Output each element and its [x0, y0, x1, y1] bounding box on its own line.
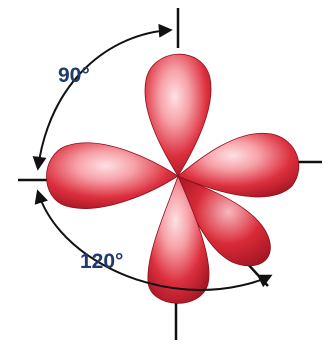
lobe-left	[47, 143, 179, 209]
angle-label-90: 90°	[58, 64, 90, 87]
angle-label-120: 120°	[80, 250, 123, 273]
lobe-top	[145, 54, 211, 176]
